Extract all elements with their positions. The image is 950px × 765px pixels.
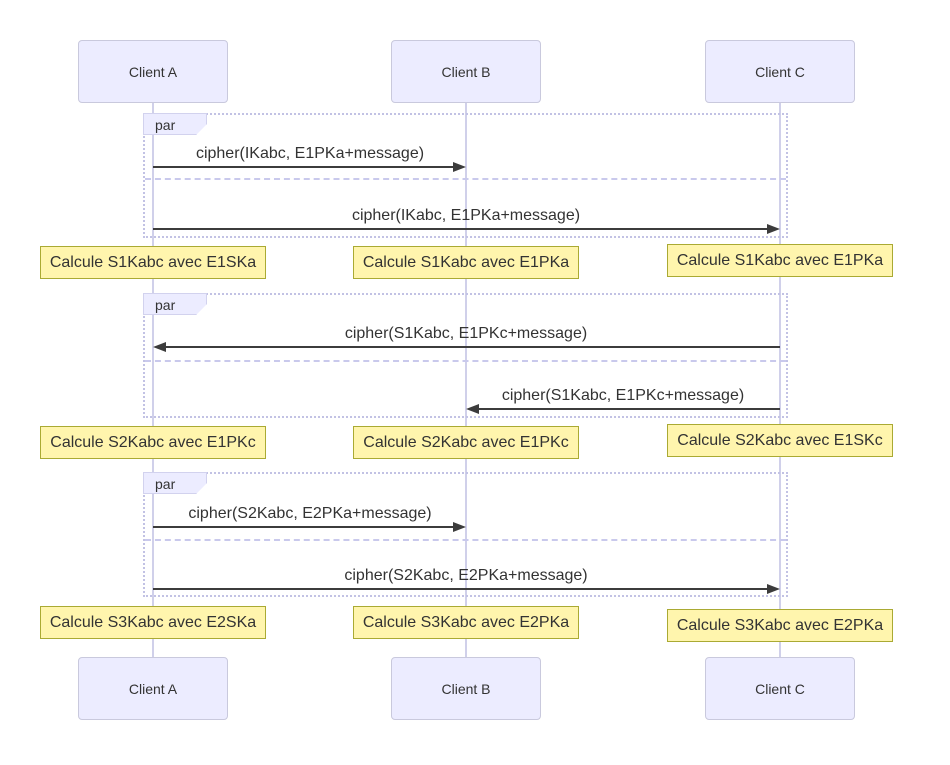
arrowhead-right-icon	[453, 522, 466, 532]
message-label-c-to-b: cipher(S1Kabc, E1PKc+message)	[501, 387, 745, 404]
arrowhead-right-icon	[453, 162, 466, 172]
lifeline-client-b	[465, 103, 467, 657]
actor-client-b-top: Client B	[391, 40, 541, 103]
actor-client-c-top: Client C	[705, 40, 855, 103]
par-divider-2	[145, 360, 786, 362]
message-line-c-to-a	[166, 346, 780, 348]
lifeline-client-a	[152, 103, 154, 657]
note-client-b-row3: Calcule S3Kabc avec E2PKa	[353, 606, 579, 639]
message-label-a-to-b: cipher(IKabc, E1PKa+message)	[195, 145, 425, 162]
actor-label: Client A	[128, 680, 178, 697]
arrowhead-left-icon	[153, 342, 166, 352]
message-line-a-to-b	[153, 526, 461, 528]
arrowhead-right-icon	[767, 224, 780, 234]
message-line-c-to-b	[479, 408, 780, 410]
actor-label: Client C	[755, 680, 805, 697]
par-frame-2	[143, 293, 788, 418]
actor-label: Client B	[441, 63, 491, 80]
message-label-a-to-b: cipher(S2Kabc, E2PKa+message)	[188, 505, 432, 522]
message-label-c-to-a: cipher(S1Kabc, E1PKc+message)	[344, 325, 588, 342]
message-label-a-to-c: cipher(IKabc, E1PKa+message)	[351, 207, 581, 224]
par-divider-3	[145, 539, 786, 541]
par-frame-1	[143, 113, 788, 238]
actor-label: Client C	[755, 63, 805, 80]
arrowhead-right-icon	[767, 584, 780, 594]
message-line-a-to-c	[153, 228, 775, 230]
arrowhead-left-icon	[466, 404, 479, 414]
message-line-a-to-b	[153, 166, 461, 168]
lifeline-client-c	[779, 103, 781, 657]
actor-label: Client B	[441, 680, 491, 697]
par-label-1: par	[143, 113, 207, 135]
note-client-b-row1: Calcule S1Kabc avec E1PKa	[353, 246, 579, 279]
message-label-a-to-c: cipher(S2Kabc, E2PKa+message)	[344, 567, 588, 584]
par-label-3: par	[143, 472, 207, 494]
note-client-c-row3: Calcule S3Kabc avec E2PKa	[667, 609, 893, 642]
note-client-a-row2: Calcule S2Kabc avec E1PKc	[40, 426, 266, 459]
actor-client-c-bottom: Client C	[705, 657, 855, 720]
par-label-2: par	[143, 293, 207, 315]
actor-client-a-bottom: Client A	[78, 657, 228, 720]
note-client-b-row2: Calcule S2Kabc avec E1PKc	[353, 426, 579, 459]
actor-label: Client A	[128, 63, 178, 80]
note-client-a-row3: Calcule S3Kabc avec E2SKa	[40, 606, 266, 639]
note-client-a-row1: Calcule S1Kabc avec E1SKa	[40, 246, 266, 279]
actor-client-a-top: Client A	[78, 40, 228, 103]
message-line-a-to-c	[153, 588, 775, 590]
note-client-c-row2: Calcule S2Kabc avec E1SKc	[667, 424, 893, 457]
actor-client-b-bottom: Client B	[391, 657, 541, 720]
par-frame-3	[143, 472, 788, 597]
note-client-c-row1: Calcule S1Kabc avec E1PKa	[667, 244, 893, 277]
par-divider-1	[145, 178, 786, 180]
